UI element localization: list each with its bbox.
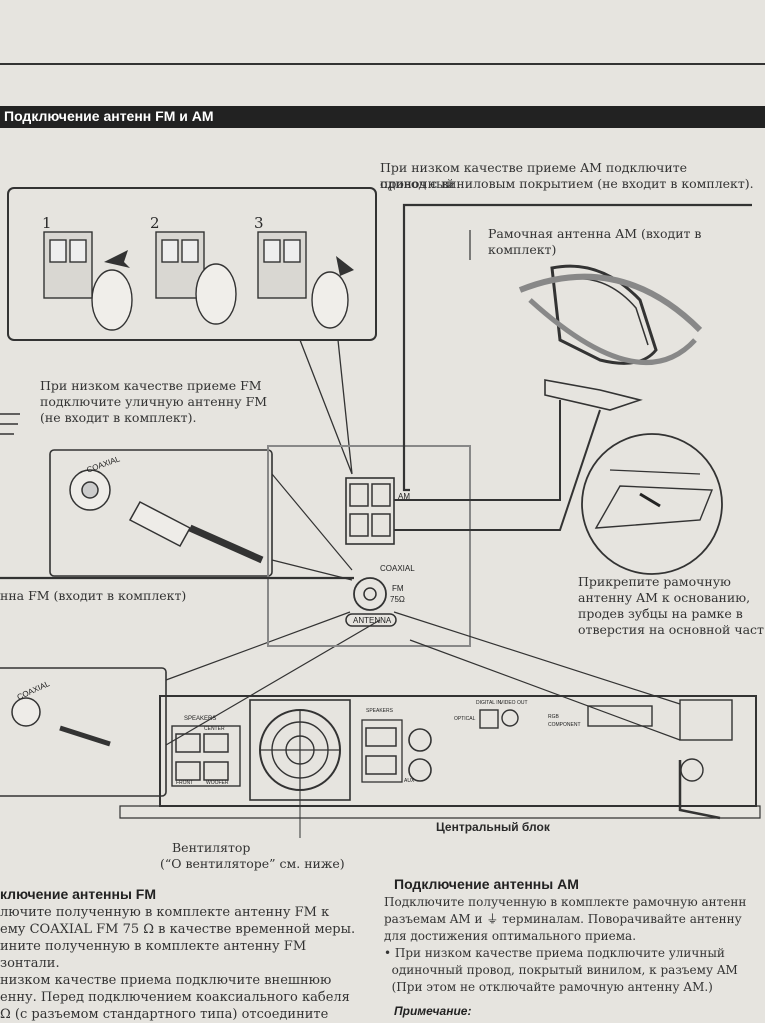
rear-front-label: FRONT [176,780,194,786]
attach-note-line-3: продев зубцы на рамке в [578,606,743,621]
step-number-1: 1 [42,214,52,232]
step-number-3: 3 [254,214,264,232]
am-section-line-6: (При этом не отключайте рамочную антенну… [384,980,713,994]
rear-digital-in-label: DIGITAL IN [476,700,502,706]
rotate-arrow [518,273,703,333]
fm-outdoor-note-line-1: При низком качестве приеме FM [40,378,262,393]
am-loop-base [544,379,643,411]
center-unit-label: Центральный блок [436,820,550,834]
panel-coaxial-label: COAXIAL [380,564,415,573]
top-rule [0,63,765,65]
fm-coax-inset-bottom [0,667,167,797]
am-terminal-block [345,477,395,545]
am-section-line-1: Подключите полученную в комплекте рамочн… [384,895,747,909]
step1-finger [91,269,133,331]
fm-section-line-7: Ω (с разъемом стандартного типа) отсоеди… [0,1007,329,1022]
video-out-jack [501,709,519,727]
coax-plug [128,500,192,548]
rear-optical-label: OPTICAL [454,716,476,722]
fm-section-line-3: ините полученную в комплекте антенну FM [0,939,307,954]
fm-jack [353,577,387,611]
main-antenna-block [679,699,733,741]
am-wire-note-line-2: провод с виниловым покрытием (не входит … [380,176,754,191]
fm-section-line-5: низком качестве приема подключите внешню… [0,973,332,988]
surround-terminals [361,719,403,783]
am-loop-wire-1 [394,400,561,501]
am-section-line-3: для достижения оптимального приема. [384,929,637,943]
am-section-heading: Подключение антенны AM [394,876,579,892]
step1-arrow [104,250,130,268]
fm-outdoor-note-line-2: подключите уличную антенну FM [40,394,268,409]
rear-woofer-label: WOOFER [206,780,229,786]
scart-connector [587,705,653,727]
fan-label-line-2: (“О вентиляторе” см. ниже) [160,856,345,871]
aux-jack-1 [408,728,432,752]
step3-finger [311,271,349,329]
rear-aux-label: AUX [404,778,415,784]
step-callout-box [7,187,377,341]
fm-section-line-2: ему COAXIAL FM 75 Ω в качестве временной… [0,922,356,937]
rear-video-out-label: VIDEO OUT [500,700,528,706]
optical-jack [479,709,499,729]
am-section-line-2: разъемам AM и ⏚ терминалам. Поворачивайт… [384,912,742,926]
rear-speakers-label: SPEAKERS [184,716,217,722]
step2-finger [195,263,237,325]
panel-am-label: AM [398,492,410,501]
am-section-line-5: одиночный провод, покрытый винилом, к ра… [384,963,738,977]
rear-component-label: COMPONENT [548,722,581,728]
fm-section-line-4: зонтали. [0,956,60,971]
am-section-line-4: • При низком качестве приема подключите … [384,946,725,960]
panel-ohm-label: 75Ω [390,595,405,604]
fm-section-heading: ключение антенны FM [0,886,157,902]
rear-center-label: CENTER [204,726,225,732]
panel-antenna-label: ANTENNA [353,616,392,625]
step3-arrow [336,256,354,276]
fm-outdoor-note-line-3: (не входит в комплект). [40,410,197,425]
rear-panel-zoom [267,445,471,647]
am-wire-note-line-1: При низком качестве приеме AM подключите… [380,160,688,191]
am-loop-antenna [550,264,658,365]
speaker-terminals [171,725,241,787]
attach-note-line-1: Прикрепите рамочную [578,574,731,589]
attach-note-line-2: антенну AM к основанию, [578,590,751,605]
panel-fm-label: FM [392,584,404,593]
aux-jack-2 [408,758,432,782]
fm-section-line-6: енну. Перед подключением коаксиального к… [0,990,350,1005]
fm-section-line-1: лючите полученную в комплекте антенну FM… [0,905,330,920]
am-note-heading: Примечание: [394,1004,472,1018]
antenna-label-box [345,613,397,627]
attach-note-line-4: отверстия на основной част [578,622,764,637]
am-wire-single [402,203,752,492]
base-attach-inset [581,433,723,575]
section-title: Подключение антенн FM и AM [4,108,214,124]
rear-rgb-label: RGB [548,714,559,720]
am-loop-label: Рамочная антенна AM (входит в комплект) [488,226,702,257]
fm-coax-inset [49,449,273,577]
section-header-bar [0,106,765,128]
fan-label-line-1: Вентилятор [172,840,251,855]
am-loop-wire-2 [394,409,601,531]
step-number-2: 2 [150,214,160,232]
callout-pointer [299,339,353,475]
rear-speakers-label-2: SPEAKERS [366,708,393,714]
fm-supplied-label: нна FM (входит в комплект) [0,588,187,603]
